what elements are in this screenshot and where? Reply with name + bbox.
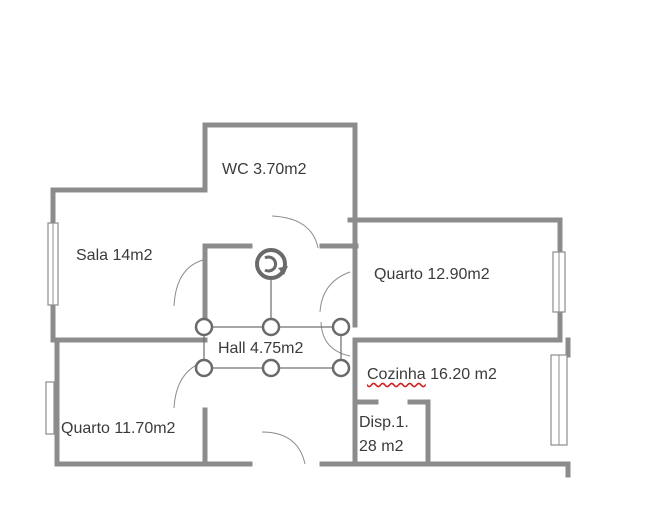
door-quarto-right (319, 271, 351, 313)
selection-frame[interactable] (194, 248, 351, 378)
wall-right-top (347, 217, 563, 253)
window-quarto-left (45, 381, 55, 435)
resize-handle-top-left[interactable] (194, 317, 214, 337)
wall-wc-left (202, 122, 358, 223)
room-label-quarto-right[interactable]: Quarto 12.90m2 (374, 266, 490, 283)
wall-bottom-mid (319, 461, 571, 478)
resize-handle-top-center[interactable] (261, 317, 281, 337)
door-sala (173, 259, 204, 307)
walls (50, 122, 571, 478)
wall-bottom (54, 437, 253, 467)
room-label-sala[interactable]: Sala 14m2 (76, 247, 153, 264)
cozinha-area: 16.20 m2 (425, 366, 497, 383)
room-label-wc[interactable]: WC 3.70m2 (222, 161, 307, 178)
door-wc (271, 215, 319, 249)
doors (173, 215, 351, 465)
door-entrance (261, 431, 306, 465)
room-label-disp-line2[interactable]: 28 m2 (359, 438, 404, 455)
wall-disp-right (407, 399, 431, 467)
room-label-disp-line1[interactable]: Disp.1. (359, 414, 409, 431)
wall-top-left (50, 187, 208, 226)
windows (45, 222, 568, 446)
room-label-hall[interactable]: Hall 4.75m2 (218, 340, 304, 357)
resize-handle-bottom-right[interactable] (331, 358, 351, 378)
resize-handle-bottom-left[interactable] (194, 358, 214, 378)
resize-handle-bottom-center[interactable] (261, 358, 281, 378)
rotate-icon[interactable] (255, 248, 288, 280)
room-label-cozinha[interactable]: Cozinha 16.20 m2 (367, 365, 497, 385)
resize-handle-top-right[interactable] (331, 317, 351, 337)
wall-right-mid (352, 312, 563, 343)
room-label-quarto-left[interactable]: Quarto 11.70m2 (61, 420, 176, 437)
cozinha-name: Cozinha (367, 366, 426, 383)
